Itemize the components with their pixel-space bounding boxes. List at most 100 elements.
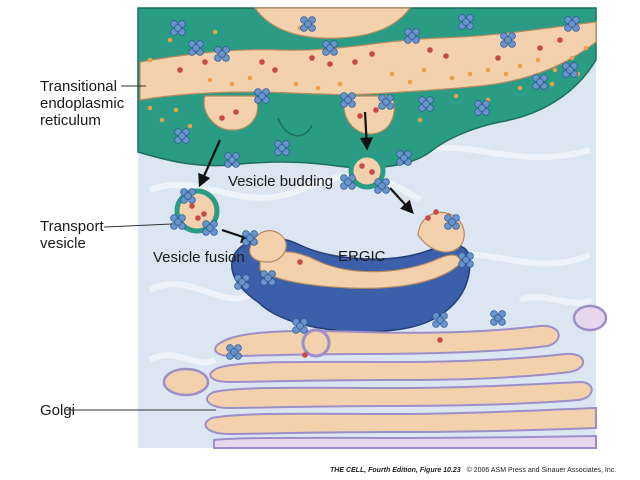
cargo-dot (219, 115, 225, 121)
ergic-left-lip (249, 230, 287, 263)
er-budding-pocket-1 (203, 95, 259, 131)
golgi-cisterna-5 (213, 434, 597, 449)
ribosome-dot (569, 55, 575, 61)
coat-protein-subunit (448, 218, 456, 226)
coat-protein-subunit (192, 44, 200, 52)
coat-protein-cluster (214, 46, 230, 62)
coat-protein-cluster (562, 62, 578, 78)
coat-protein-cluster (418, 96, 434, 112)
coat-protein-cluster (432, 312, 448, 328)
cargo-dot (495, 55, 501, 61)
cargo-dot (233, 109, 239, 115)
ribosome-dot (293, 81, 299, 87)
cargo-dot (427, 47, 433, 53)
coat-protein-subunit (462, 18, 470, 26)
coat-protein-cluster (396, 150, 412, 166)
coat-protein-cluster (532, 74, 548, 90)
cargo-dot (443, 53, 449, 59)
cargo-dot (189, 203, 195, 209)
golgi-budding-vesicle (301, 328, 331, 358)
ribosome-dot (407, 79, 413, 85)
label-ergic: ERGIC (338, 248, 386, 265)
cargo-dot (369, 51, 375, 57)
ribosome-dot (207, 77, 213, 83)
coat-protein-cluster (174, 128, 190, 144)
ribosome-dot (147, 57, 153, 63)
coat-protein-cluster (260, 270, 276, 286)
coat-protein-subunit (408, 32, 416, 40)
coat-protein-cluster (458, 252, 474, 268)
ribosome-dot (467, 71, 473, 77)
ribosome-dot (337, 81, 343, 87)
cargo-dot (357, 113, 363, 119)
coat-protein-subunit (230, 348, 238, 356)
label-transitional-er: Transitional endoplasmic reticulum (40, 78, 128, 129)
coat-protein-cluster (202, 220, 218, 236)
label-transitional-er-line-2: endoplasmic (40, 95, 125, 112)
coat-protein-subunit (566, 66, 574, 74)
coat-protein-subunit (174, 24, 182, 32)
label-transport-vesicle-line-1: Transport (40, 218, 104, 235)
coat-protein-subunit (184, 192, 192, 200)
coat-protein-subunit (400, 154, 408, 162)
coat-protein-cluster (226, 344, 242, 360)
ribosome-dot (552, 67, 558, 73)
coat-protein-subunit (382, 98, 390, 106)
cargo-dot (557, 37, 563, 43)
coat-protein-subunit (174, 218, 182, 226)
cargo-dot (272, 67, 278, 73)
coat-protein-subunit (326, 44, 334, 52)
coat-protein-subunit (478, 104, 486, 112)
label-transport-vesicle-line-2: vesicle (40, 235, 86, 252)
coat-protein-subunit (536, 78, 544, 86)
golgi-cisterna-2 (209, 352, 584, 384)
coat-protein-subunit (504, 36, 512, 44)
coat-protein-cluster (254, 88, 270, 104)
coat-protein-subunit (296, 322, 304, 330)
arrow-budding-to-ergic (389, 187, 414, 214)
coat-protein-subunit (264, 274, 272, 282)
coat-protein-subunit (422, 100, 430, 108)
golgi-stack (162, 304, 608, 449)
ribosome-dot (173, 107, 179, 113)
coat-protein-cluster (170, 214, 186, 230)
coat-protein-subunit (246, 234, 254, 242)
ribosome-dot (315, 85, 321, 91)
coat-protein-cluster (340, 92, 356, 108)
label-transitional-er-line-3: reticulum (40, 112, 101, 129)
golgi-cisterna-4 (204, 406, 597, 436)
coat-protein-subunit (462, 256, 470, 264)
coat-protein-cluster (374, 178, 390, 194)
cargo-dot (327, 61, 333, 67)
ribosome-dot (549, 81, 555, 87)
leader-lines (66, 85, 216, 411)
coat-protein-subunit (258, 92, 266, 100)
golgi-side-vesicle-2 (572, 304, 608, 332)
coat-protein-subunit (228, 156, 236, 164)
coat-protein-cluster (500, 32, 516, 48)
ergic-lumen (259, 251, 461, 289)
ribosome-dot (517, 85, 523, 91)
ribosome-dot (517, 63, 523, 69)
coat-protein-cluster (292, 318, 308, 334)
golgi-side-vesicle-1 (162, 367, 210, 397)
ribosome-dot (247, 75, 253, 81)
coat-protein-cluster (490, 310, 506, 326)
cargo-dot (195, 215, 201, 221)
ribosomes (147, 25, 589, 129)
cargo-proteins (177, 37, 563, 358)
coat-protein-cluster (322, 40, 338, 56)
coat-protein-cluster (340, 174, 356, 190)
credit-rest: © 2006 ASM Press and Sinauer Associates,… (467, 466, 617, 474)
ribosome-dot (187, 123, 193, 129)
coat-protein-subunit (238, 278, 246, 286)
arrow-budding-down (359, 111, 374, 151)
ribosome-dot (583, 45, 589, 51)
ribosome-dot (485, 67, 491, 73)
coat-protein-cluster (180, 188, 196, 204)
cargo-dot (369, 169, 375, 175)
arrow-er-to-vesicle (198, 139, 222, 188)
cargo-dot (425, 215, 431, 221)
coat-protein-cluster (300, 16, 316, 32)
